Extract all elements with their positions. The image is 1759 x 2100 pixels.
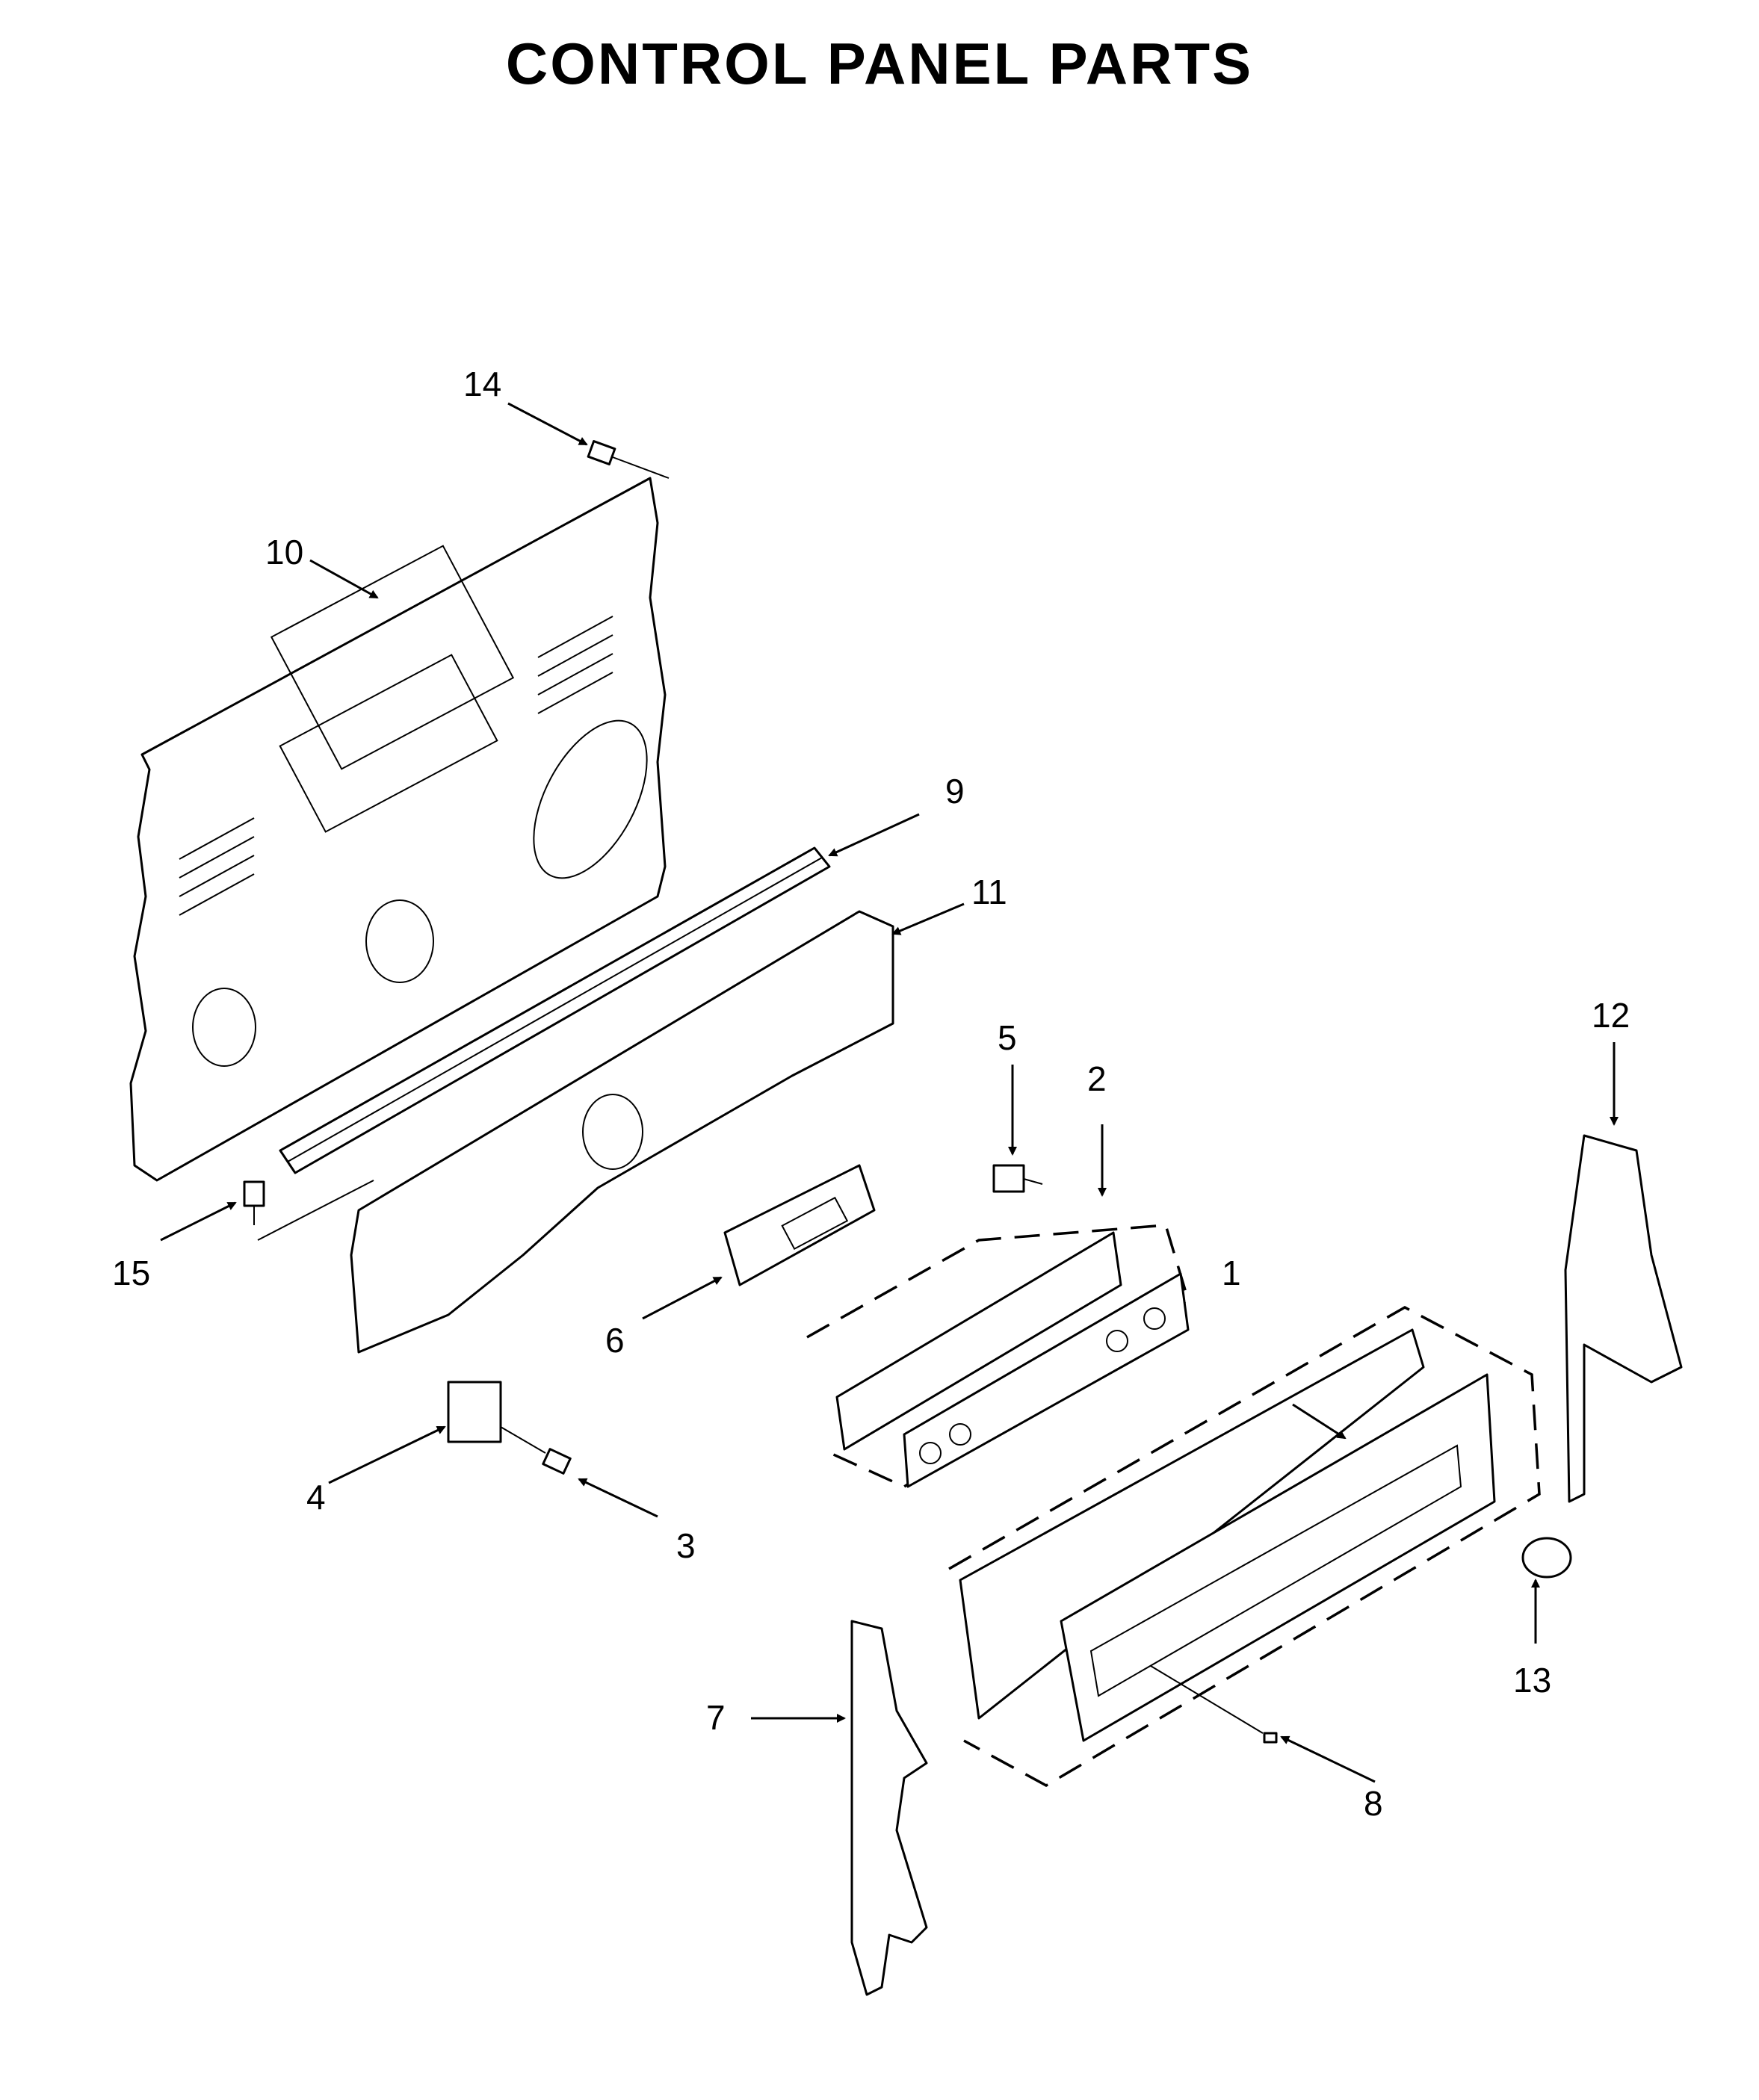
control-panel-assembly [806,1224,1190,1488]
callout-7: 7 [706,1698,726,1737]
callout-8: 8 [1364,1784,1383,1823]
callout-labels: 1 2 3 4 5 6 7 8 9 10 11 12 13 14 15 [112,365,1630,1823]
callout-14: 14 [463,365,501,403]
infinite-switch [447,1381,502,1443]
console-trim [948,1306,1541,1788]
callout-15: 15 [112,1254,150,1292]
callout-10: 10 [265,533,303,572]
callout-6: 6 [605,1321,625,1360]
control-knob [1521,1537,1572,1579]
callout-4: 4 [306,1478,326,1517]
page-title: CONTROL PANEL PARTS [505,31,1254,96]
leader-lines [160,402,1619,1783]
screw-bottom [243,1180,374,1241]
switch-screw [500,1426,572,1475]
callout-9: 9 [945,772,965,811]
screw-top [587,440,670,479]
left-side-bracket [850,1620,928,1996]
callout-13: 13 [1513,1661,1551,1700]
electronic-control-board [723,1164,876,1286]
callout-12: 12 [1592,996,1630,1035]
trim-strip [279,846,831,1174]
switch [992,1164,1043,1193]
trim-screw [1150,1665,1278,1744]
callout-3: 3 [676,1526,696,1565]
callout-1: 1 [1222,1254,1241,1292]
callout-5: 5 [998,1018,1017,1057]
mounting-bracket [350,910,894,1354]
rear-console-panel [129,477,667,1182]
callout-2: 2 [1087,1059,1107,1098]
callout-11: 11 [971,873,1007,911]
right-side-bracket [1564,1134,1683,1503]
